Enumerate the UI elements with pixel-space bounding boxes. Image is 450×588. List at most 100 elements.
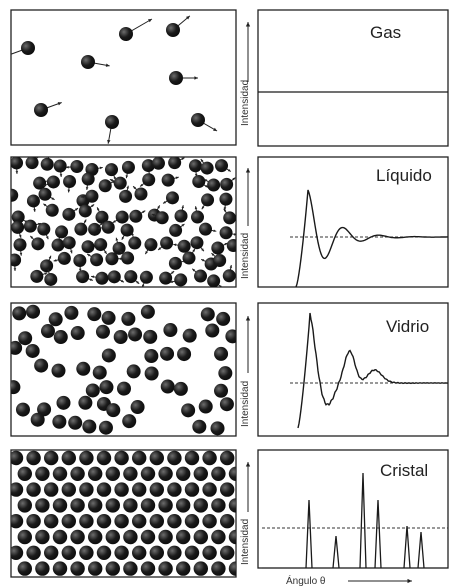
atom bbox=[17, 498, 32, 513]
atom bbox=[18, 331, 33, 346]
atom bbox=[11, 514, 24, 529]
liquid-pattern-panel: Líquido Intensidad bbox=[240, 156, 449, 288]
atom bbox=[158, 561, 173, 576]
atom bbox=[25, 343, 40, 358]
atom bbox=[228, 498, 236, 513]
atom bbox=[144, 349, 159, 364]
atom bbox=[62, 236, 76, 250]
atom bbox=[211, 561, 226, 576]
atom bbox=[37, 222, 51, 236]
atom bbox=[88, 561, 103, 576]
atom bbox=[128, 327, 143, 342]
atom bbox=[106, 403, 121, 418]
atom bbox=[193, 466, 208, 481]
atom bbox=[220, 450, 235, 466]
atom bbox=[176, 561, 191, 576]
atom bbox=[68, 415, 83, 430]
atom bbox=[11, 188, 19, 202]
atom bbox=[37, 402, 52, 417]
atom bbox=[193, 498, 208, 513]
atom bbox=[167, 482, 182, 497]
atom bbox=[228, 529, 236, 545]
atom bbox=[48, 312, 63, 327]
atom bbox=[115, 210, 129, 224]
atom bbox=[225, 329, 236, 344]
bragg-peak bbox=[359, 472, 367, 569]
atom bbox=[132, 514, 147, 529]
atom bbox=[79, 482, 94, 497]
atom bbox=[73, 253, 87, 267]
atom bbox=[51, 238, 65, 252]
atom bbox=[94, 238, 108, 252]
atom bbox=[167, 545, 182, 560]
atom bbox=[105, 529, 121, 545]
atom bbox=[90, 253, 104, 267]
atom bbox=[45, 203, 59, 217]
atom bbox=[161, 173, 175, 187]
atom bbox=[99, 380, 114, 395]
atom bbox=[26, 450, 41, 466]
atom bbox=[124, 270, 138, 284]
atom bbox=[96, 482, 112, 497]
atom bbox=[17, 529, 32, 545]
atom bbox=[92, 365, 107, 380]
atom bbox=[96, 545, 112, 560]
atom bbox=[192, 175, 206, 189]
glass-label: Vidrio bbox=[386, 317, 429, 336]
atom bbox=[17, 561, 32, 576]
atom bbox=[105, 466, 121, 481]
atom bbox=[142, 173, 156, 187]
atom bbox=[182, 251, 196, 265]
atom bbox=[123, 561, 138, 576]
atom bbox=[199, 222, 213, 236]
y-axis-label-crystal: Intensidad bbox=[240, 519, 251, 565]
atom bbox=[11, 210, 25, 224]
atom bbox=[176, 498, 191, 513]
atom bbox=[117, 381, 132, 396]
atom bbox=[192, 419, 207, 434]
atom bbox=[95, 324, 110, 339]
atom bbox=[55, 225, 69, 239]
atom bbox=[64, 305, 79, 320]
atom bbox=[123, 529, 138, 545]
atom bbox=[202, 545, 217, 560]
atom bbox=[160, 379, 175, 394]
atom bbox=[174, 209, 188, 223]
atom bbox=[35, 466, 50, 481]
atom bbox=[74, 222, 88, 236]
x-axis-label: Ángulo θ bbox=[286, 574, 326, 587]
atom bbox=[130, 400, 145, 415]
atom bbox=[200, 307, 215, 322]
atom bbox=[210, 421, 225, 436]
atom bbox=[96, 450, 112, 466]
gas-atoms-panel bbox=[10, 9, 237, 146]
atom bbox=[79, 514, 94, 529]
bragg-peak bbox=[305, 499, 313, 569]
atom bbox=[87, 307, 102, 322]
atom bbox=[149, 545, 164, 560]
atom bbox=[23, 219, 37, 233]
y-axis-label-gas: Intensidad bbox=[240, 80, 251, 126]
atom bbox=[70, 159, 84, 173]
atom bbox=[85, 189, 99, 203]
atom bbox=[193, 561, 208, 576]
atom bbox=[13, 238, 27, 252]
atom bbox=[101, 220, 115, 234]
glass-diffraction-curve bbox=[290, 312, 448, 429]
atom bbox=[129, 209, 143, 223]
atom bbox=[200, 161, 214, 175]
atom bbox=[167, 514, 182, 529]
atom bbox=[52, 466, 68, 481]
atom bbox=[165, 191, 179, 205]
atom bbox=[40, 324, 55, 339]
atom bbox=[31, 237, 45, 251]
crystal-diffraction-curve bbox=[262, 472, 448, 569]
y-axis-label-liquid: Intensidad bbox=[240, 233, 251, 279]
atom bbox=[70, 529, 85, 545]
gas-label: Gas bbox=[370, 23, 401, 42]
y-axis-arrowhead bbox=[245, 168, 251, 226]
liquid-diffraction-curve bbox=[290, 189, 448, 288]
atom bbox=[169, 71, 183, 85]
atom bbox=[85, 383, 100, 398]
atom bbox=[158, 529, 173, 545]
